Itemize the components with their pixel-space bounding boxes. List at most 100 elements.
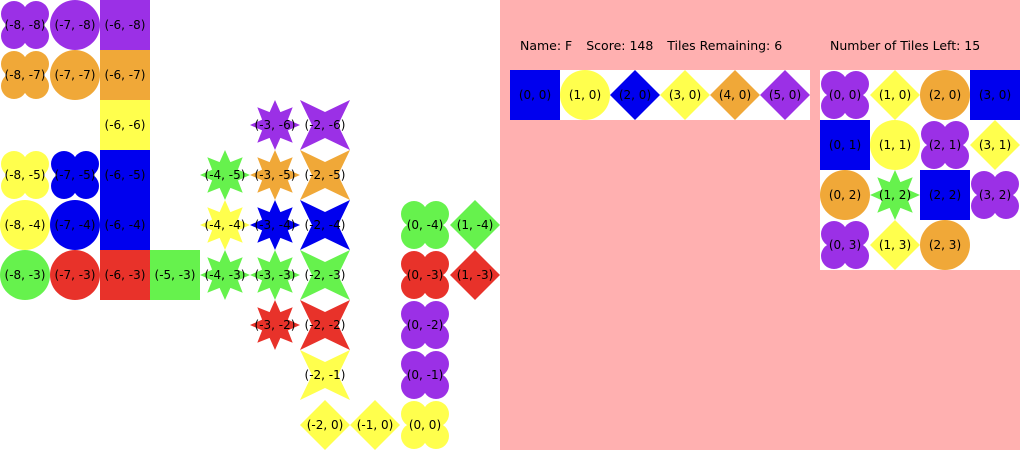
circle-icon — [920, 220, 970, 270]
board-tile-blue-square[interactable]: (-6, -4) — [100, 200, 150, 250]
pool-tile-yellow-diamond[interactable]: (3, 1) — [970, 120, 1020, 170]
hand-tile-orange-diamond[interactable]: (4, 0) — [710, 70, 760, 120]
pool-tile-purple-clover[interactable]: (2, 1) — [920, 120, 970, 170]
tiles-remaining: Tiles Remaining: 6 — [667, 38, 783, 53]
circle-icon — [50, 50, 100, 100]
board-tile-green-star8[interactable]: (-3, -3) — [250, 250, 300, 300]
pool-tile-purple-clover[interactable]: (3, 2) — [970, 170, 1020, 220]
board-tile-purple-star8[interactable]: (-3, -6) — [250, 100, 300, 150]
board-tile-blue-square[interactable]: (-6, -5) — [100, 150, 150, 200]
pool-tile-orange-circle[interactable]: (2, 3) — [920, 220, 970, 270]
square-icon — [510, 70, 560, 120]
diamond-icon — [710, 70, 760, 120]
board-tile-purple-clover[interactable]: (0, -1) — [400, 350, 450, 400]
board-tile-red-diamond[interactable]: (1, -3) — [450, 250, 500, 300]
board-tile-purple-clover[interactable]: (0, -2) — [400, 300, 450, 350]
board-tile-purple-star4[interactable]: (-2, -6) — [300, 100, 350, 150]
circle-icon — [0, 250, 50, 300]
hand-tile-purple-diamond[interactable]: (5, 0) — [760, 70, 810, 120]
board-tile-blue-star8[interactable]: (-3, -4) — [250, 200, 300, 250]
board-tile-blue-circle[interactable]: (-7, -4) — [50, 200, 100, 250]
clover-icon — [401, 301, 449, 349]
star8-icon — [250, 300, 300, 350]
pool-tile-yellow-diamond[interactable]: (1, 0) — [870, 70, 920, 120]
star8-icon — [200, 150, 250, 200]
square-icon — [100, 200, 150, 250]
game-board[interactable]: (-8, -8)(-7, -8)(-6, -8) (-8, -7)(-7, -7)… — [0, 0, 500, 450]
hand-tile-yellow-circle[interactable]: (1, 0) — [560, 70, 610, 120]
board-tile-green-diamond[interactable]: (1, -4) — [450, 200, 500, 250]
star8-icon — [870, 170, 920, 220]
board-tile-purple-square[interactable]: (-6, -8) — [100, 0, 150, 50]
clover-icon — [1, 151, 49, 199]
circle-icon — [0, 200, 50, 250]
board-tile-blue-star4[interactable]: (-2, -4) — [300, 200, 350, 250]
pool-tile-yellow-diamond[interactable]: (1, 3) — [870, 220, 920, 270]
board-tile-green-star8[interactable]: (-4, -3) — [200, 250, 250, 300]
pool-tile-blue-square[interactable]: (0, 1) — [820, 120, 870, 170]
square-icon — [920, 170, 970, 220]
clover-icon — [51, 151, 99, 199]
pool-tile-blue-square[interactable]: (2, 2) — [920, 170, 970, 220]
star4-icon — [300, 350, 350, 400]
player-name: Name: F — [520, 38, 573, 53]
board-tile-green-square[interactable]: (-5, -3) — [150, 250, 200, 300]
clover-icon — [821, 221, 869, 269]
pool-tile-orange-circle[interactable]: (2, 0) — [920, 70, 970, 120]
square-icon — [100, 0, 150, 50]
clover-icon — [821, 71, 869, 119]
board-tile-yellow-clover[interactable]: (0, 0) — [400, 400, 450, 450]
clover-icon — [971, 171, 1019, 219]
hand-tile-yellow-diamond[interactable]: (3, 0) — [660, 70, 710, 120]
clover-icon — [401, 401, 449, 449]
hand-tile-blue-square[interactable]: (0, 0) — [510, 70, 560, 120]
circle-icon — [870, 120, 920, 170]
side-panel: Name: F Score: 148 Tiles Remaining: 6 Nu… — [500, 0, 1020, 450]
board-tile-yellow-star4[interactable]: (-2, -1) — [300, 350, 350, 400]
board-tile-yellow-diamond[interactable]: (-1, 0) — [350, 400, 400, 450]
player-info: Name: F Score: 148 Tiles Remaining: 6 — [520, 38, 782, 53]
star8-icon — [250, 100, 300, 150]
board-tile-yellow-diamond[interactable]: (-2, 0) — [300, 400, 350, 450]
circle-icon — [920, 70, 970, 120]
board-tile-yellow-star8[interactable]: (-4, -4) — [200, 200, 250, 250]
board-tile-purple-clover[interactable]: (-8, -8) — [0, 0, 50, 50]
star8-icon — [250, 150, 300, 200]
board-tile-orange-clover[interactable]: (-8, -7) — [0, 50, 50, 100]
pool-tile-yellow-circle[interactable]: (1, 1) — [870, 120, 920, 170]
pool-tile-orange-circle[interactable]: (0, 2) — [820, 170, 870, 220]
star4-icon — [300, 100, 350, 150]
hand-tile-blue-diamond[interactable]: (2, 0) — [610, 70, 660, 120]
circle-icon — [50, 0, 100, 50]
board-tile-green-clover[interactable]: (0, -4) — [400, 200, 450, 250]
board-tile-yellow-clover[interactable]: (-8, -5) — [0, 150, 50, 200]
star8-icon — [250, 250, 300, 300]
board-tile-yellow-square[interactable]: (-6, -6) — [100, 100, 150, 150]
clover-icon — [401, 251, 449, 299]
star4-icon — [300, 300, 350, 350]
board-tile-orange-star4[interactable]: (-2, -5) — [300, 150, 350, 200]
diamond-icon — [450, 250, 500, 300]
board-tile-green-star4[interactable]: (-2, -3) — [300, 250, 350, 300]
pool-tile-purple-clover[interactable]: (0, 3) — [820, 220, 870, 270]
board-tile-red-star8[interactable]: (-3, -2) — [250, 300, 300, 350]
pool-tile-blue-square[interactable]: (3, 0) — [970, 70, 1020, 120]
board-tile-blue-clover[interactable]: (-7, -5) — [50, 150, 100, 200]
pool-tile-green-star8[interactable]: (1, 2) — [870, 170, 920, 220]
board-tile-yellow-circle[interactable]: (-8, -4) — [0, 200, 50, 250]
board-tile-green-circle[interactable]: (-8, -3) — [0, 250, 50, 300]
board-tile-purple-circle[interactable]: (-7, -8) — [50, 0, 100, 50]
pool-tile-purple-clover[interactable]: (0, 0) — [820, 70, 870, 120]
board-tile-orange-circle[interactable]: (-7, -7) — [50, 50, 100, 100]
board-tile-orange-star8[interactable]: (-3, -5) — [250, 150, 300, 200]
player-score: Score: 148 — [586, 38, 654, 53]
diamond-icon — [870, 220, 920, 270]
board-tile-red-circle[interactable]: (-7, -3) — [50, 250, 100, 300]
board-tile-red-star4[interactable]: (-2, -2) — [300, 300, 350, 350]
board-tile-green-star8[interactable]: (-4, -5) — [200, 150, 250, 200]
diamond-icon — [300, 400, 350, 450]
board-tile-orange-square[interactable]: (-6, -7) — [100, 50, 150, 100]
board-tile-red-clover[interactable]: (0, -3) — [400, 250, 450, 300]
diamond-icon — [610, 70, 660, 120]
board-tile-red-square[interactable]: (-6, -3) — [100, 250, 150, 300]
